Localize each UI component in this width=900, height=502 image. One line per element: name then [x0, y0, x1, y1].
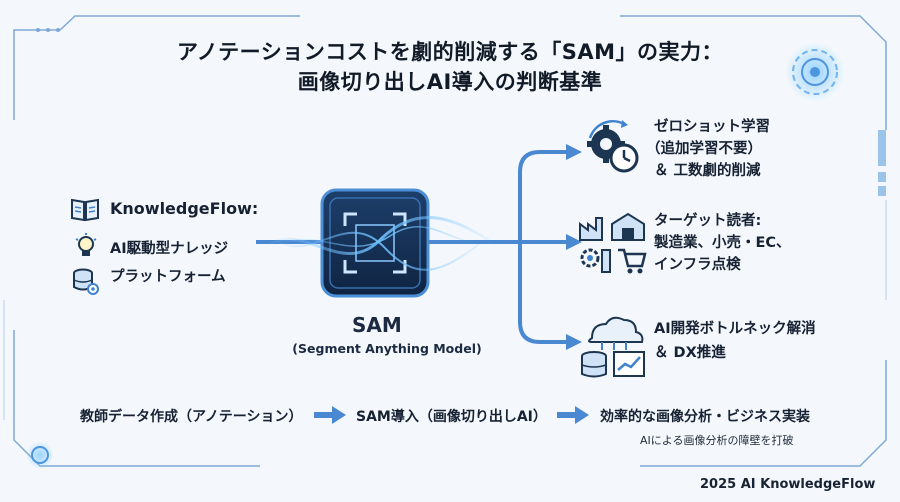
page-title-line1: アノテーションコストを劇的削減する「SAM」の実力： — [177, 40, 723, 64]
outcome-2-line1: ターゲット読者: — [654, 213, 762, 229]
arrow-head-bottom — [566, 334, 582, 350]
knowledgeflow-desc-line2: プラットフォーム — [110, 269, 226, 285]
flow-note: AIによる画像分析の障壁を打破 — [640, 434, 794, 447]
outcome-1-line1: ゼロショット学習 — [654, 119, 770, 135]
page-title-line2: 画像切り出しAI導入の判断基準 — [297, 70, 603, 94]
industry-retail-icon — [579, 212, 647, 274]
knowledgeflow-label: KnowledgeFlow: — [110, 199, 259, 218]
gear-clock-icon — [587, 120, 639, 173]
lightbulb-icon — [75, 233, 97, 256]
flow-step-1: 教師データ作成（アノテーション） — [80, 409, 303, 425]
outcome-3-line2: ＆ DX推進 — [654, 345, 726, 361]
outcome-3-line1: AI開発ボトルネック解消 — [654, 321, 816, 337]
flow-arrow-1-icon — [314, 406, 346, 424]
knowledgeflow-desc-line1: AI駆動型ナレッジ — [110, 241, 229, 257]
book-icon — [71, 198, 99, 222]
flow-step-3: 効率的な画像分析・ビジネス実装 — [600, 409, 810, 425]
flow-arrow-2-icon — [557, 406, 589, 424]
hud-circle-icon — [785, 42, 845, 102]
arrow-head-mid — [566, 234, 582, 250]
outcome-2-line3: インフラ点検 — [654, 257, 741, 273]
outcome-2-line2: 製造業、小売・EC、 — [654, 235, 791, 251]
sam-title: SAM — [352, 313, 402, 337]
hud-corner-icon — [26, 441, 54, 469]
database-gear-icon — [73, 268, 99, 295]
footer-copyright: 2025 AI KnowledgeFlow — [700, 477, 876, 492]
arrow-head-top — [566, 144, 582, 160]
outcome-1-line3: ＆ 工数劇的削減 — [654, 163, 761, 179]
cloud-data-icon — [581, 316, 645, 378]
sam-subtitle: (Segment Anything Model) — [292, 341, 482, 356]
flow-step-2: SAM導入（画像切り出しAI） — [356, 409, 547, 425]
outcome-1-line2: （追加学習不要） — [646, 141, 762, 157]
